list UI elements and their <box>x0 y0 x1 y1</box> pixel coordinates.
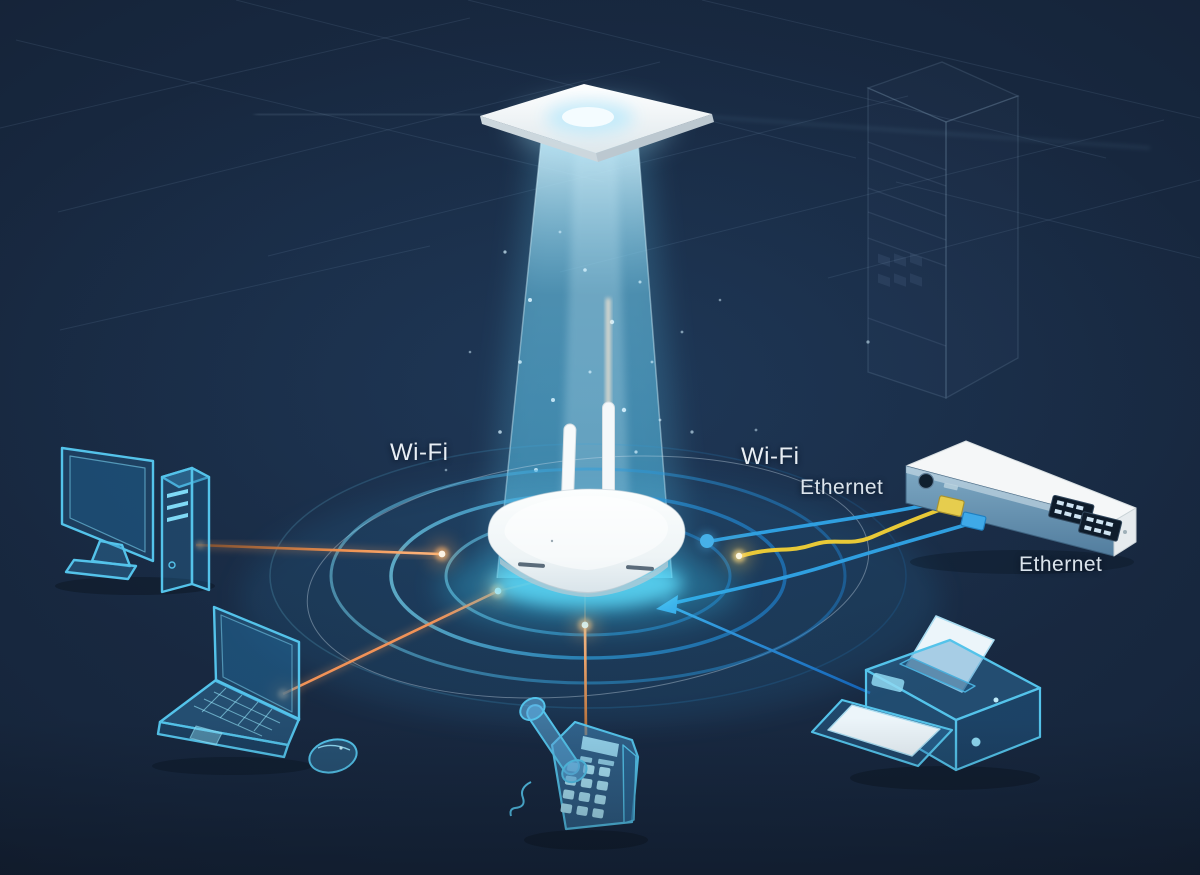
phone-cord <box>509 781 532 817</box>
label-ethernet-switch: Ethernet <box>800 476 884 499</box>
tower <box>160 466 211 594</box>
ceiling-access-point <box>480 84 714 162</box>
label-wifi-left: Wi-Fi <box>390 439 449 466</box>
switch-console-port <box>917 472 935 490</box>
label-wifi-right: Wi-Fi <box>741 443 800 470</box>
server-rack <box>866 61 1020 400</box>
desktop-computer <box>55 446 215 595</box>
label-ethernet-ports: Ethernet <box>1019 553 1103 576</box>
computer-mouse <box>308 738 358 774</box>
